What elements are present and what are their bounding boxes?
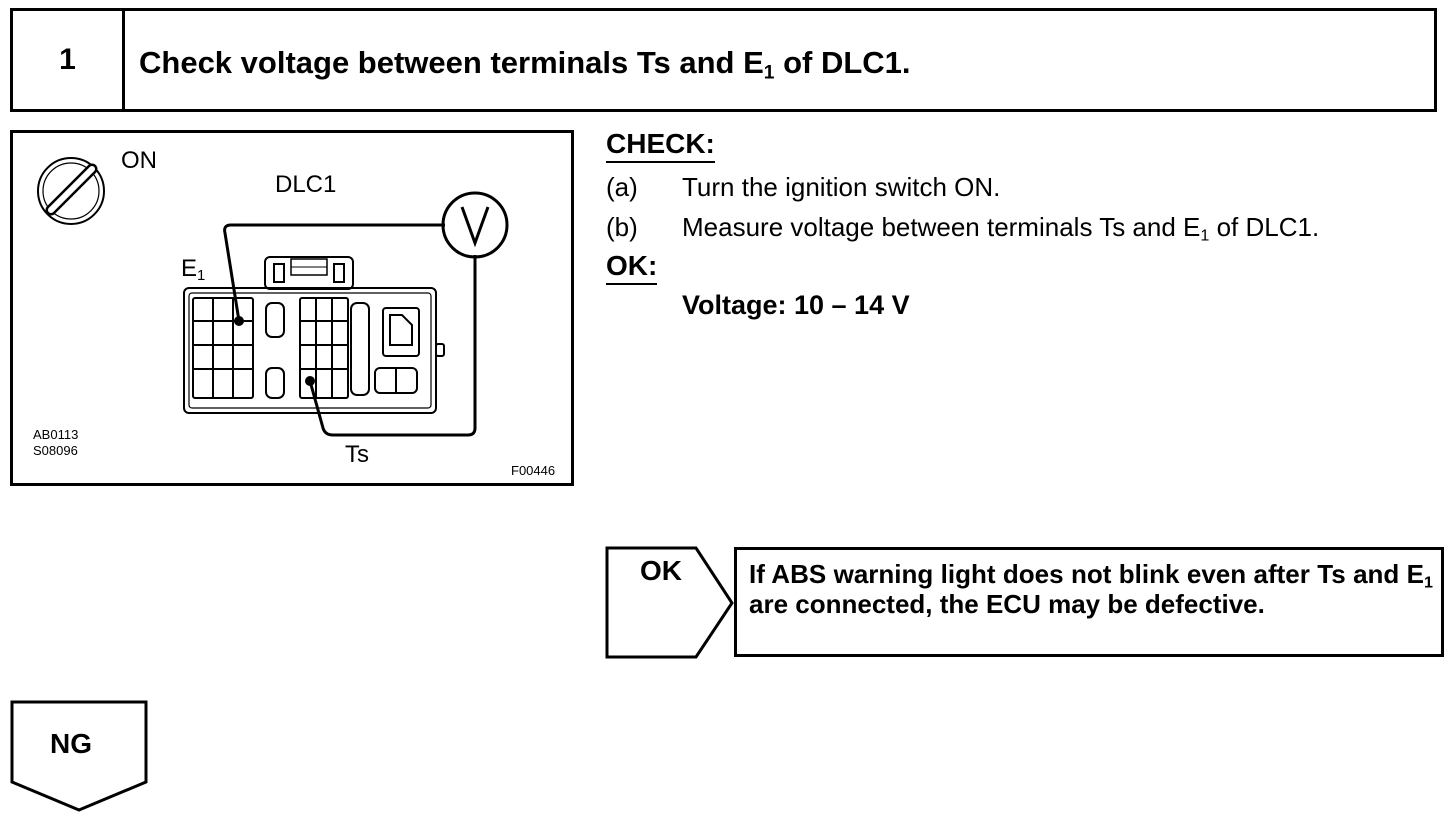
dlc1-label: DLC1 <box>275 171 337 198</box>
step-b-text-end: of DLC1. <box>1209 212 1320 242</box>
ok-voltage-value: Voltage: 10 – 14 V <box>682 290 910 320</box>
step-b-text-main: Measure voltage between terminals Ts and… <box>682 212 1201 242</box>
test-lead-e1 <box>223 223 445 322</box>
step-b-letter: (b) <box>606 212 638 242</box>
ok-arrow-tag <box>605 546 734 659</box>
step-a-letter: (a) <box>606 172 638 202</box>
dlc1-connector-body <box>183 256 445 414</box>
e1-label-sub: 1 <box>197 268 206 285</box>
connector-illustration: ON DLC1 E1 Ts AB0113 S08096 F00446 <box>10 130 574 486</box>
ts-terminal-label: Ts <box>345 441 369 468</box>
ok-result-text-main: If ABS warning light does not blink even… <box>749 559 1425 589</box>
ok-result-label: OK <box>640 555 682 586</box>
figure-code-1: AB0113 <box>33 427 79 442</box>
step-number: 1 <box>13 11 125 109</box>
dlc1-diagram <box>37 157 509 437</box>
step-header: 1 Check voltage between terminals Ts and… <box>10 8 1437 112</box>
figure-code-2: S08096 <box>33 443 78 458</box>
figure-code-3: F00446 <box>511 463 556 478</box>
ok-result-box: If ABS warning light does not blink even… <box>734 547 1444 657</box>
ok-result-text-end: are connected, the ECU may be defective. <box>749 589 1265 619</box>
check-heading: CHECK: <box>606 128 715 163</box>
test-lead-ts <box>308 255 477 437</box>
voltmeter-icon <box>441 191 509 259</box>
ignition-key-icon <box>37 157 105 225</box>
ts-probe-point <box>305 376 315 386</box>
title-text-end: of DLC1. <box>774 45 911 80</box>
e1-terminal-label: E1 <box>181 255 206 285</box>
step-title: Check voltage between terminals Ts and E… <box>139 45 911 84</box>
step-b-subscript: 1 <box>1200 226 1210 245</box>
ok-result-text: If ABS warning light does not blink even… <box>749 559 1433 619</box>
title-subscript: 1 <box>763 62 775 84</box>
step-b-text: Measure voltage between terminals Ts and… <box>682 212 1320 245</box>
ignition-on-label: ON <box>121 147 157 174</box>
step-a-text: Turn the ignition switch ON. <box>682 172 1001 202</box>
e1-label-text: E <box>181 255 198 282</box>
ng-arrow-tag <box>10 700 148 812</box>
title-text: Check voltage between terminals Ts and E <box>139 45 764 80</box>
ok-heading: OK: <box>606 250 658 285</box>
ok-result-subscript: 1 <box>1424 573 1433 592</box>
e1-probe-point <box>234 316 244 326</box>
ng-result-label: NG <box>50 728 92 759</box>
